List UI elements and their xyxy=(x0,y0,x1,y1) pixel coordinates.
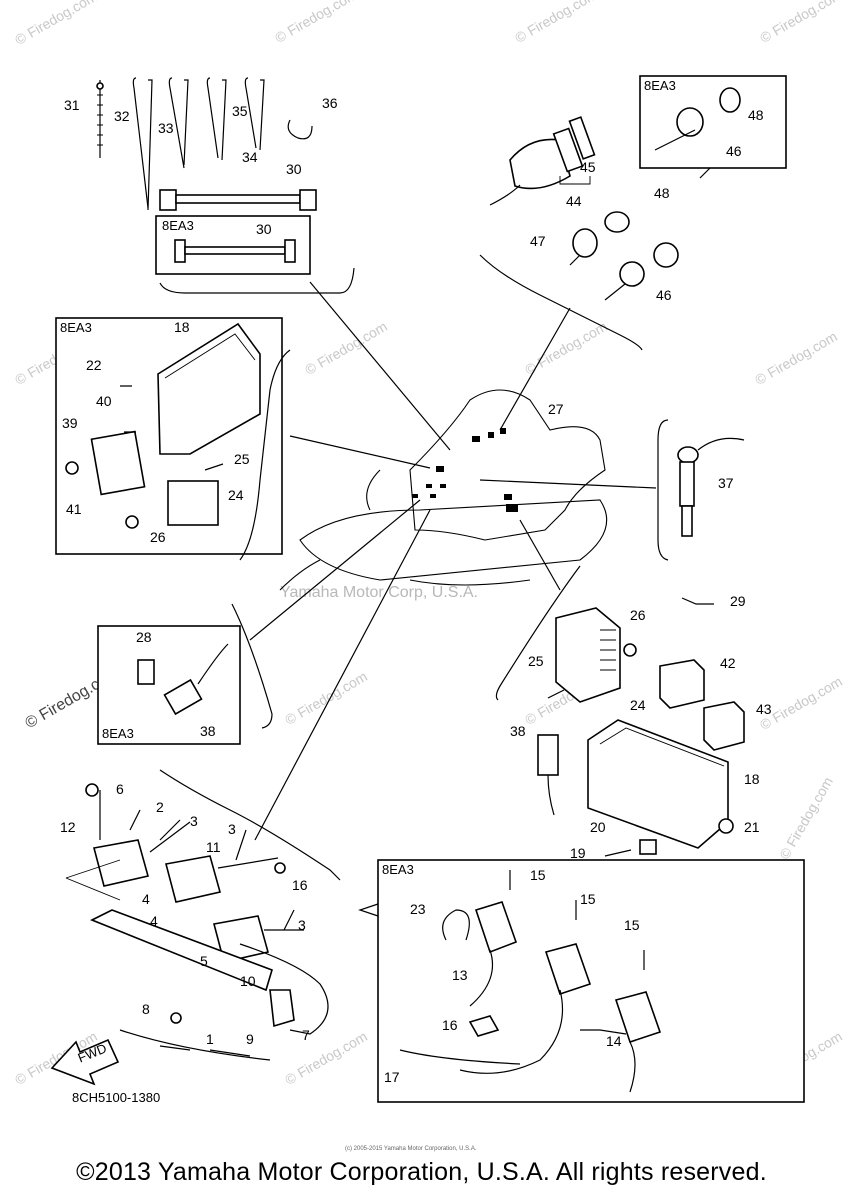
callout-44: 44 xyxy=(566,193,582,209)
callout-1: 1 xyxy=(206,1031,214,1047)
callout-47: 47 xyxy=(530,233,546,249)
callout-45: 45 xyxy=(580,159,596,175)
callout-15: 15 xyxy=(530,867,546,883)
callout-25: 25 xyxy=(528,653,544,669)
callout-3: 3 xyxy=(190,813,198,829)
copyright-footer: ©2013 Yamaha Motor Corporation, U.S.A. A… xyxy=(76,1158,767,1186)
callout-30: 30 xyxy=(286,161,302,177)
callout-28: 28 xyxy=(136,629,152,645)
callout-40: 40 xyxy=(96,393,112,409)
callout-33: 33 xyxy=(158,120,174,136)
diagram-code: 8CH5100-1380 xyxy=(72,1090,160,1105)
callout-46: 46 xyxy=(656,287,672,303)
callout-26: 26 xyxy=(150,529,166,545)
callout-38: 38 xyxy=(510,723,526,739)
callout-34: 34 xyxy=(242,149,258,165)
callout-6: 6 xyxy=(116,781,124,797)
snowmobile-sketch xyxy=(249,281,657,841)
callout-15: 15 xyxy=(624,917,640,933)
tiny-copyright: (c) 2005-2015 Yamaha Motor Corporation, … xyxy=(345,1146,477,1152)
callout-43: 43 xyxy=(756,701,772,717)
callout-11: 11 xyxy=(206,839,221,855)
callout-16: 16 xyxy=(442,1017,458,1033)
callout-30: 30 xyxy=(256,221,272,237)
callout-31: 31 xyxy=(64,97,80,113)
callout-29: 29 xyxy=(730,593,746,609)
callout-27: 27 xyxy=(548,401,564,417)
callout-9: 9 xyxy=(246,1031,254,1047)
callout-13: 13 xyxy=(452,967,468,983)
callout-2: 2 xyxy=(156,799,164,815)
callout-24: 24 xyxy=(228,487,244,503)
callout-14: 14 xyxy=(606,1033,622,1049)
sensor-group xyxy=(657,419,745,561)
switch-group xyxy=(479,75,787,351)
callout-26: 26 xyxy=(630,607,646,623)
callout-25: 25 xyxy=(234,451,250,467)
callout-21: 21 xyxy=(744,819,760,835)
callout-23: 23 xyxy=(410,901,426,917)
variant-tag: 8EA3 xyxy=(382,862,414,877)
callout-3: 3 xyxy=(298,917,306,933)
callout-10: 10 xyxy=(240,973,256,989)
callout-41: 41 xyxy=(66,501,82,517)
callout-4: 4 xyxy=(142,891,150,907)
variant-tag: 8EA3 xyxy=(102,726,134,741)
callout-5: 5 xyxy=(200,953,208,969)
callout-38: 38 xyxy=(200,723,216,739)
callout-39: 39 xyxy=(62,415,78,431)
callout-20: 20 xyxy=(590,819,606,835)
capacitor-group xyxy=(97,603,273,745)
band-group xyxy=(96,77,355,294)
callout-16: 16 xyxy=(292,877,308,893)
callout-3: 3 xyxy=(228,821,236,837)
callout-36: 36 xyxy=(322,95,338,111)
variant-tag: 8EA3 xyxy=(162,218,194,233)
callout-48: 48 xyxy=(748,107,764,123)
callout-8: 8 xyxy=(142,1001,150,1017)
callout-42: 42 xyxy=(720,655,736,671)
callout-35: 35 xyxy=(232,103,248,119)
callout-15: 15 xyxy=(580,891,596,907)
callout-22: 22 xyxy=(86,357,102,373)
regulator-group xyxy=(495,565,745,857)
callout-24: 24 xyxy=(630,697,646,713)
coil-variant-group xyxy=(358,859,805,1103)
callout-48: 48 xyxy=(654,185,670,201)
callout-18: 18 xyxy=(174,319,190,335)
callout-32: 32 xyxy=(114,108,130,124)
callout-19: 19 xyxy=(570,845,586,861)
center-watermark: Yamaha Motor Corp, U.S.A. xyxy=(280,584,478,601)
variant-tag: 8EA3 xyxy=(644,78,676,93)
callout-37: 37 xyxy=(718,475,734,491)
callout-18: 18 xyxy=(744,771,760,787)
callout-12: 12 xyxy=(60,819,76,835)
variant-tag: 8EA3 xyxy=(60,320,92,335)
callouts: 31 32 33 35 34 36 30 30 48 46 45 44 48 4… xyxy=(60,95,772,1085)
callout-4: 4 xyxy=(150,913,158,929)
callout-17: 17 xyxy=(384,1069,400,1085)
cdi-group xyxy=(55,317,291,561)
callout-46: 46 xyxy=(726,143,742,159)
callout-7: 7 xyxy=(302,1027,310,1043)
